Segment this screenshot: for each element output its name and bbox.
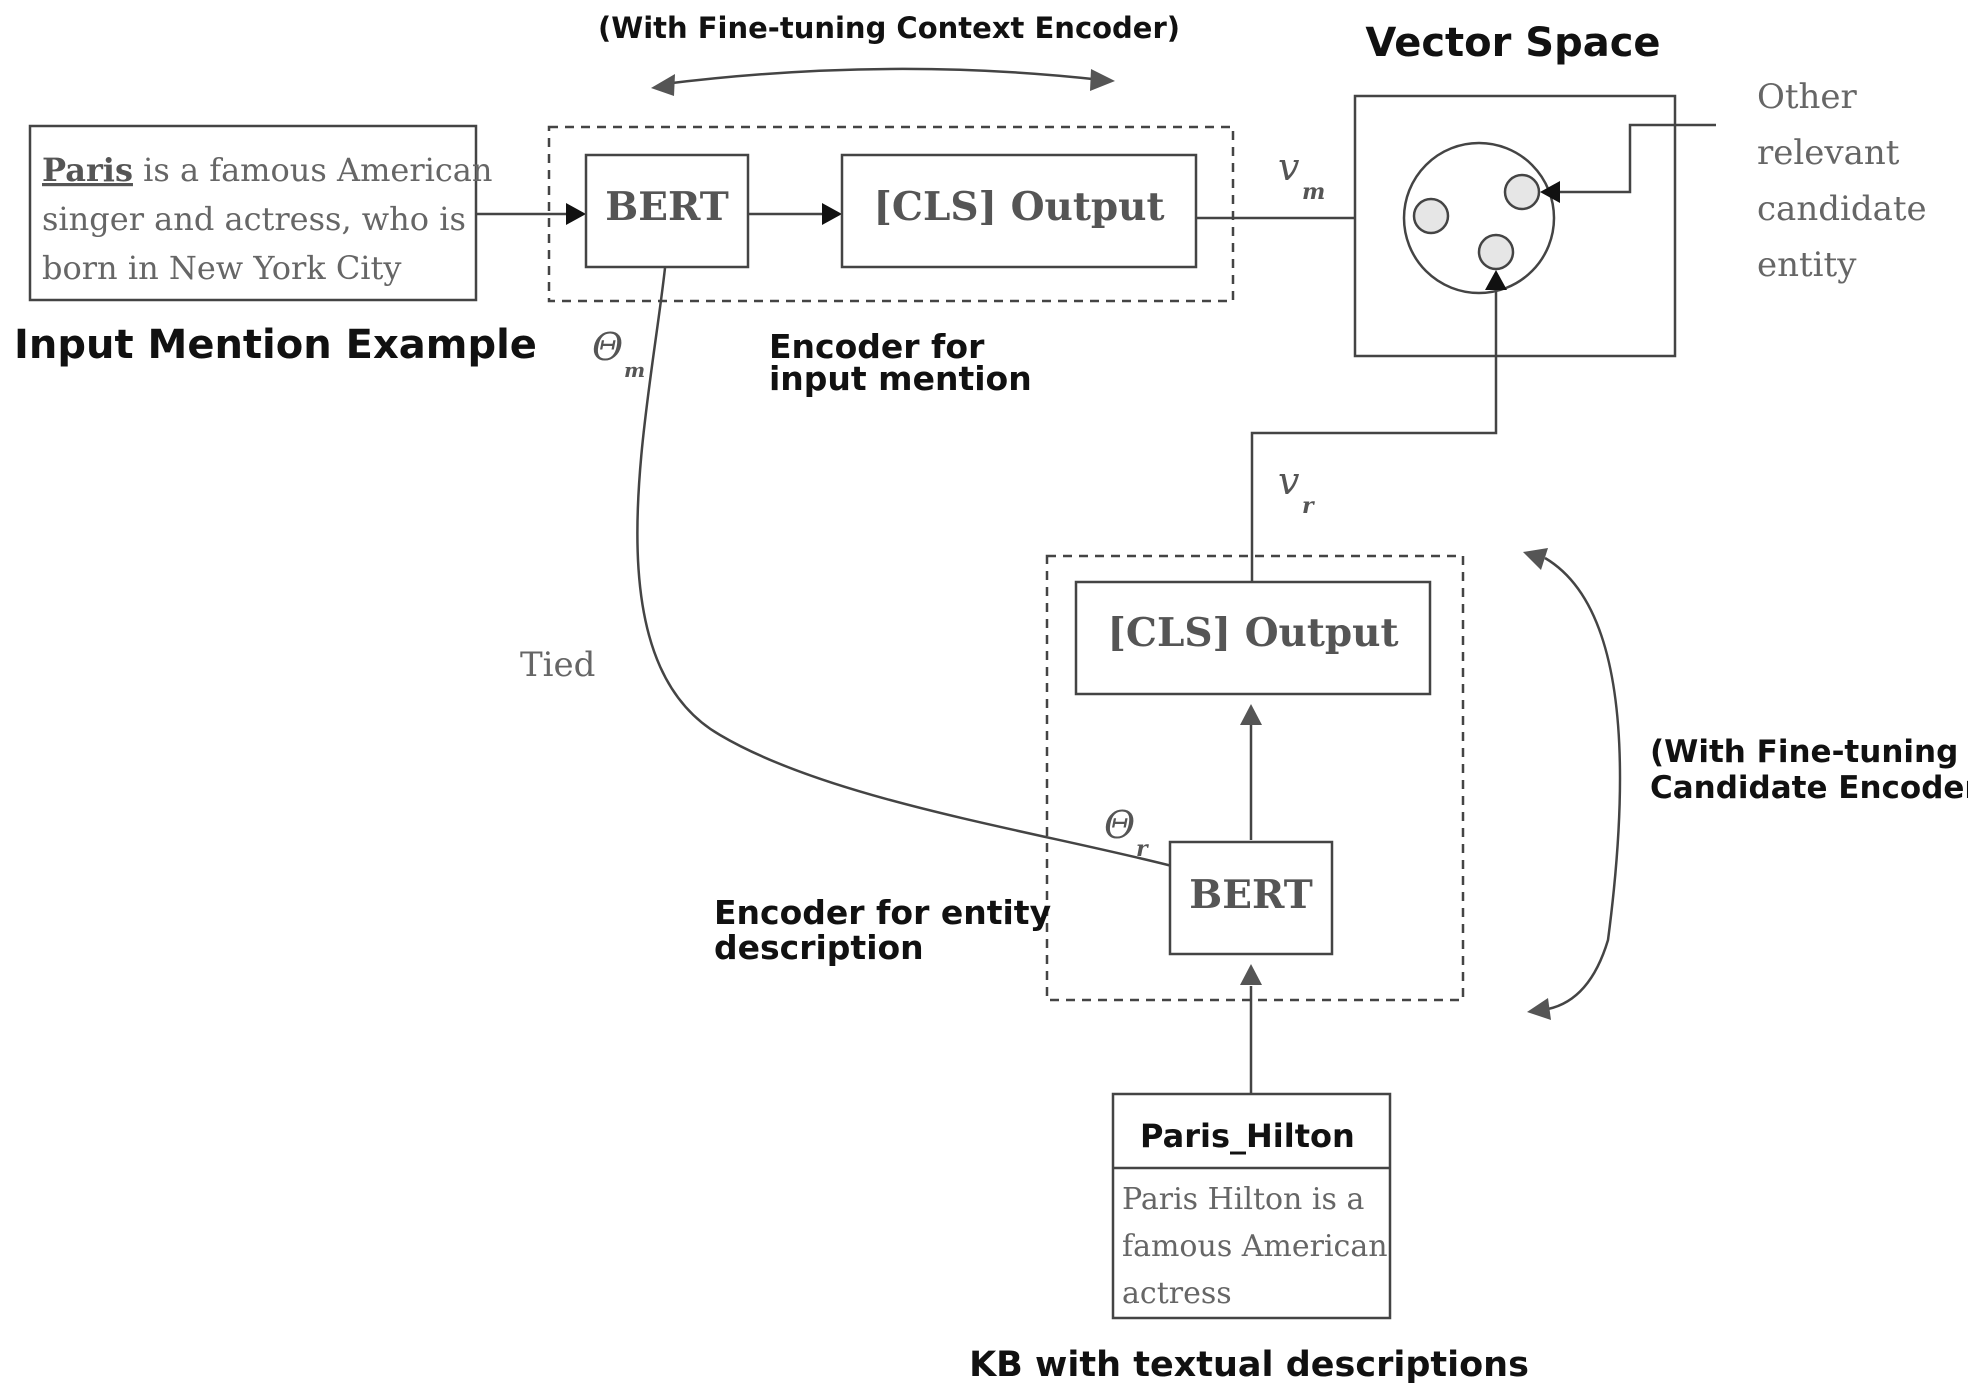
vector-space-group: Vector Space Other relevant candidate en… xyxy=(1353,20,1927,358)
other-candidate-connector xyxy=(1558,123,1716,194)
bert-to-entity-cls-arrowhead xyxy=(1240,704,1262,725)
entity-cls-label: [CLS] Output xyxy=(1107,610,1398,656)
other-candidate-line3: candidate xyxy=(1757,189,1927,229)
tied-label: Tied xyxy=(520,645,595,685)
v-m-symbol: v xyxy=(1278,145,1300,189)
mention-encoder-caption-line1: Encoder for xyxy=(769,327,985,366)
mention-encoder-caption-line2: input mention xyxy=(769,359,1032,398)
kb-entry-group: Paris_Hilton Paris Hilton is a famous Am… xyxy=(969,1092,1529,1385)
kb-entity-name: Paris_Hilton xyxy=(1140,1117,1355,1155)
kb-caption: KB with textual descriptions xyxy=(969,1345,1529,1385)
mention-cls-label: [CLS] Output xyxy=(873,184,1164,230)
theta-m-subscript: m xyxy=(624,358,645,382)
tied-parameters-curve xyxy=(636,267,1173,868)
theta-m-symbol: Θ xyxy=(592,325,623,369)
kb-desc-line2: famous American xyxy=(1122,1229,1388,1264)
entity-bert-box xyxy=(1168,840,1334,956)
mention-bert-box xyxy=(584,153,750,269)
candidate-encoder-finetune-line1: (With Fine-tuning xyxy=(1650,734,1958,770)
vector-space-title: Vector Space xyxy=(1365,20,1660,66)
v-r-symbol: v xyxy=(1278,459,1300,503)
entity-cls-box xyxy=(1074,580,1432,696)
kb-to-bert-arrowhead xyxy=(1240,964,1262,985)
mention-bert-label: BERT xyxy=(605,184,728,230)
input-mention-line3: born in New York City xyxy=(42,249,401,287)
entity-to-vector-arrowhead xyxy=(1485,270,1507,290)
finetune-context-arrow-left xyxy=(651,74,675,96)
input-mention-line1-rest: is a famous American xyxy=(133,151,493,189)
entity-vector-dot xyxy=(1477,233,1515,271)
entity-encoder-caption-line1: Encoder for entity xyxy=(714,893,1051,932)
mention-word: Paris xyxy=(42,151,133,189)
theta-r-symbol: Θ xyxy=(1104,803,1135,847)
other-candidate-arrowhead xyxy=(1540,181,1560,203)
entity-encoder-dashed-box xyxy=(1045,554,1465,1002)
kb-entry-box xyxy=(1111,1092,1392,1320)
bert-to-cls-arrowhead xyxy=(822,203,842,225)
entity-encoder-caption-line2: description xyxy=(714,928,924,967)
mention-encoder-group: (With Fine-tuning Context Encoder) BERT … xyxy=(547,11,1325,398)
other-candidate-line4: entity xyxy=(1757,245,1857,285)
finetune-context-curve xyxy=(663,67,1103,86)
kb-desc-line3: actress xyxy=(1122,1276,1232,1311)
other-candidate-dot xyxy=(1503,173,1541,211)
mention-cls-box xyxy=(840,153,1198,269)
other-candidate-line1: Other xyxy=(1757,77,1858,117)
kb-desc-line1: Paris Hilton is a xyxy=(1122,1182,1364,1217)
v-m-subscript: m xyxy=(1302,179,1325,205)
input-mention-box xyxy=(28,124,478,302)
finetune-context-arrow-right xyxy=(1090,69,1115,91)
finetune-candidate-arrow-top xyxy=(1523,548,1548,570)
finetune-candidate-arrow-bottom xyxy=(1527,998,1551,1020)
input-mention-line2: singer and actress, who is xyxy=(42,200,466,238)
input-mention-caption: Input Mention Example xyxy=(14,322,537,368)
entity-encoder-group: [CLS] Output BERT Θ r Encoder for entity… xyxy=(714,548,1968,1020)
mention-encoder-dashed-box xyxy=(547,125,1235,303)
entity-to-vector-connector xyxy=(1250,290,1498,582)
theta-r-subscript: r xyxy=(1136,836,1149,862)
entity-bert-label: BERT xyxy=(1189,872,1312,918)
context-encoder-finetune-label: (With Fine-tuning Context Encoder) xyxy=(598,11,1180,45)
mention-vector-dot xyxy=(1412,197,1450,235)
v-r-subscript: r xyxy=(1302,493,1315,519)
input-to-bert-arrowhead xyxy=(566,203,586,225)
input-mention-line1: Paris is a famous American xyxy=(42,151,492,189)
input-mention-group: Paris is a famous American singer and ac… xyxy=(14,124,537,368)
candidate-encoder-finetune-line2: Candidate Encoder) xyxy=(1650,770,1968,806)
other-candidate-line2: relevant xyxy=(1757,133,1900,173)
finetune-candidate-curve xyxy=(1544,556,1622,1011)
